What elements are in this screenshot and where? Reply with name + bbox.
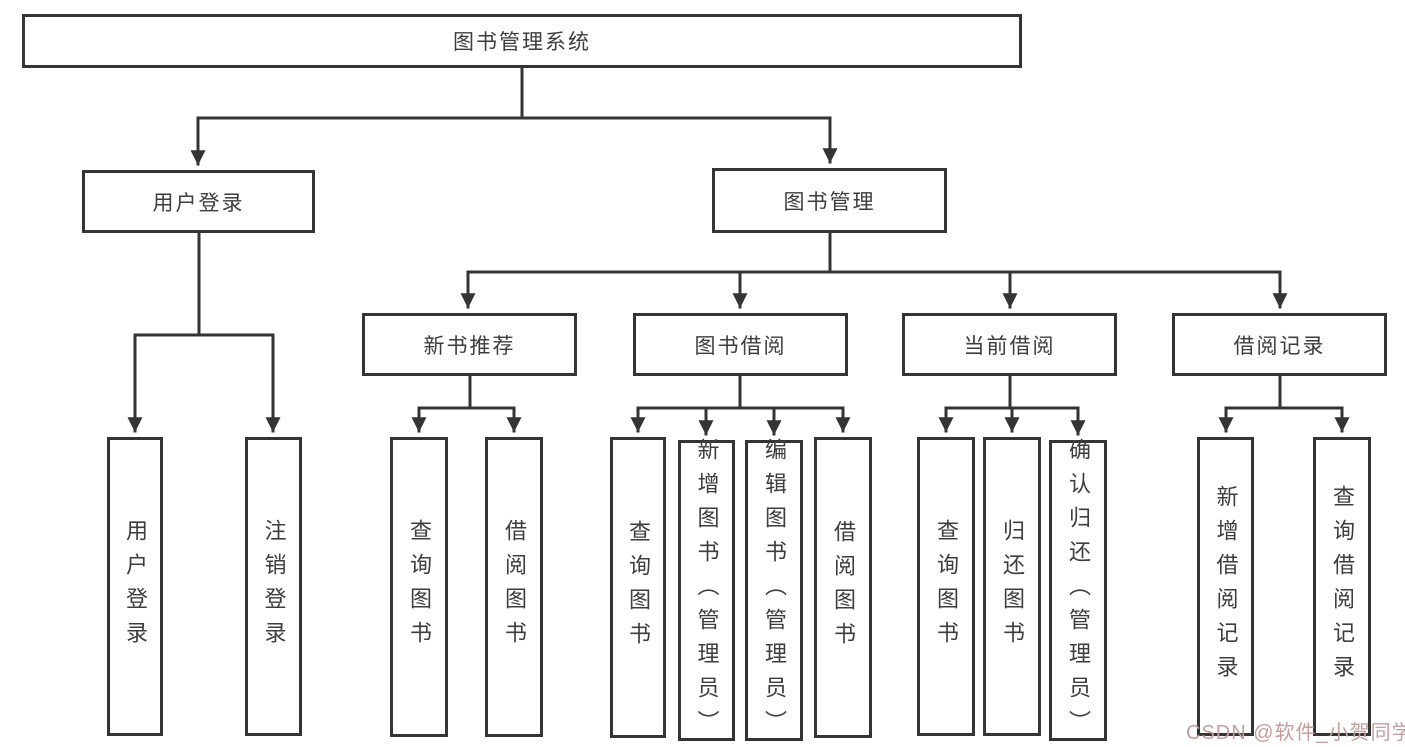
- node-label: 图书管理系统: [453, 31, 591, 54]
- leaf-borrowing-borrow-books: 借阅图书: [814, 437, 872, 738]
- node-book-management: 图书管理: [712, 168, 947, 233]
- node-label: 新增借阅记录: [1213, 484, 1239, 689]
- node-label: 借阅图书: [502, 519, 527, 655]
- node-label: 图书借阅: [694, 334, 787, 358]
- node-label: 新书推荐: [423, 334, 516, 358]
- node-label: 借阅图书: [831, 519, 856, 656]
- node-label: 当前借阅: [963, 334, 1056, 358]
- node-label: 图书管理: [783, 190, 876, 214]
- node-current-borrowing: 当前借阅: [902, 313, 1117, 376]
- node-library-management-system: 图书管理系统: [22, 14, 1022, 68]
- csdn-watermark: CSDN @软件_小贺同学: [1186, 722, 1405, 744]
- node-label: 注销登录: [261, 518, 287, 655]
- leaf-recommend-borrow-books: 借阅图书: [485, 437, 543, 737]
- leaf-logout: 注销登录: [245, 437, 302, 736]
- node-book-borrowing: 图书借阅: [633, 313, 848, 376]
- leaf-records-query-record: 查询借阅记录: [1313, 437, 1371, 736]
- node-new-book-recommend: 新书推荐: [362, 313, 577, 376]
- node-label: 确认归还（管理员）: [1066, 437, 1091, 744]
- node-label: 用户登录: [152, 191, 245, 215]
- node-label: 借阅记录: [1233, 334, 1326, 358]
- leaf-current-return-books: 归还图书: [983, 437, 1041, 736]
- node-user-login: 用户登录: [82, 170, 315, 233]
- leaf-borrowing-edit-books-admin: 编辑图书（管理员）: [745, 437, 803, 744]
- leaf-current-confirm-return-admin: 确认归还（管理员）: [1049, 437, 1107, 744]
- leaf-records-add-record: 新增借阅记录: [1197, 437, 1254, 736]
- leaf-recommend-query-books: 查询图书: [390, 437, 448, 737]
- leaf-current-query-books: 查询图书: [917, 437, 975, 736]
- node-label: 用户登录: [123, 518, 148, 655]
- node-label: 查询图书: [626, 519, 651, 656]
- node-label: 新增图书（管理员）: [694, 437, 720, 744]
- node-borrowing-records: 借阅记录: [1172, 313, 1387, 376]
- leaf-borrowing-add-books-admin: 新增图书（管理员）: [678, 437, 735, 744]
- node-label: 归还图书: [1000, 518, 1025, 655]
- node-label: 查询图书: [407, 519, 432, 655]
- leaf-borrowing-query-books: 查询图书: [610, 437, 666, 738]
- node-label: 查询借阅记录: [1330, 484, 1355, 689]
- node-label: 编辑图书（管理员）: [762, 437, 787, 744]
- node-label: 查询图书: [934, 518, 959, 655]
- leaf-user-login: 用户登录: [107, 437, 163, 736]
